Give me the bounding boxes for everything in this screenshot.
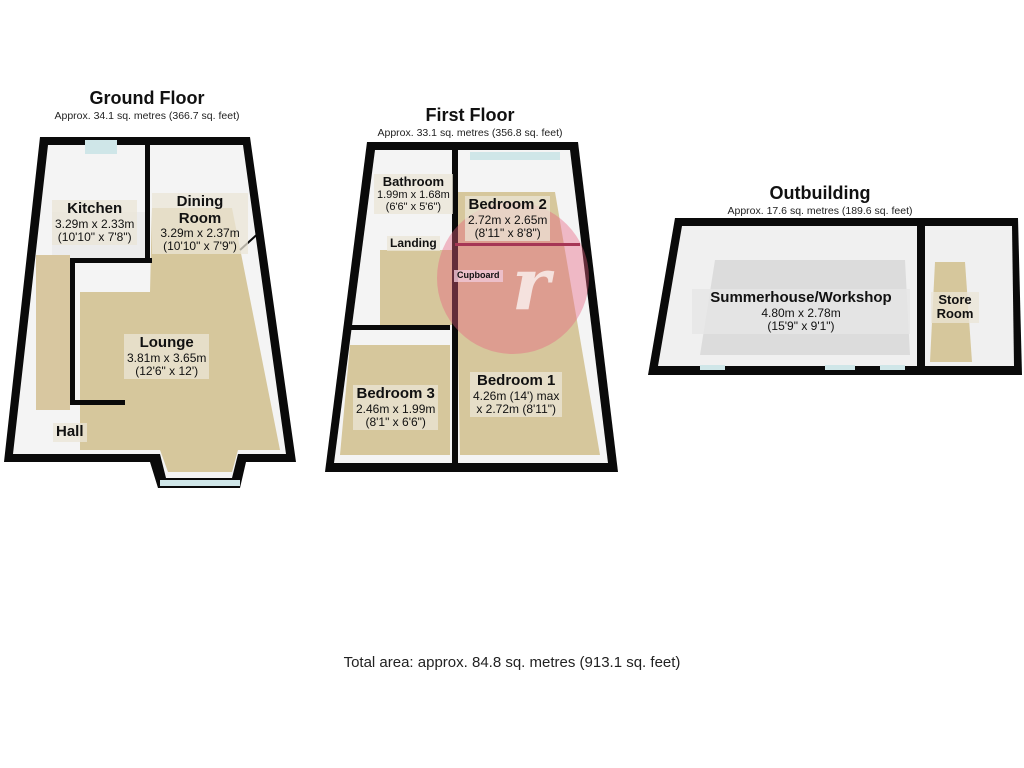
room-dims-imperial: (6'6" x 5'6") bbox=[385, 201, 442, 214]
room-summerhouse-workshop: Summerhouse/Workshop 4.80m x 2.78m (15'9… bbox=[692, 289, 910, 334]
room-store-room: Store Room bbox=[931, 292, 979, 323]
room-lounge: Lounge 3.81m x 3.65m (12'6" x 12') bbox=[124, 334, 210, 379]
room-name: Dining Room bbox=[176, 193, 224, 227]
room-bathroom: Bathroom 1.99m x 1.68m (6'6" x 5'6") bbox=[374, 174, 453, 215]
room-name: Bathroom bbox=[382, 174, 445, 189]
room-dims-imperial: (10'10" x 7'9") bbox=[163, 239, 237, 254]
room-dims-imperial: x 2.72m (8'11") bbox=[476, 401, 557, 416]
room-dims-imperial: (8'11" x 8'8") bbox=[474, 225, 541, 240]
total-area: Total area: approx. 84.8 sq. metres (913… bbox=[343, 654, 681, 671]
outbuilding-title: Outbuilding bbox=[769, 183, 871, 203]
room-bedroom-2: Bedroom 2 2.72m x 2.65m (8'11" x 8'8") bbox=[465, 196, 551, 241]
room-name: Summerhouse/Workshop bbox=[710, 289, 892, 306]
room-dims-imperial: (15'9" x 9'1") bbox=[767, 318, 835, 333]
room-name: Bedroom 3 bbox=[356, 385, 435, 402]
first-floor-area: Approx. 33.1 sq. metres (356.8 sq. feet) bbox=[377, 127, 563, 139]
room-name: Bedroom 2 bbox=[468, 196, 547, 213]
outbuilding-area: Approx. 17.6 sq. metres (189.6 sq. feet) bbox=[727, 205, 913, 217]
room-name: Lounge bbox=[139, 334, 194, 351]
room-bedroom-3: Bedroom 3 2.46m x 1.99m (8'1" x 6'6") bbox=[353, 385, 439, 430]
room-landing: Landing bbox=[387, 236, 440, 252]
room-dining-room: Dining Room 3.29m x 2.37m (10'10" x 7'9"… bbox=[152, 193, 248, 255]
room-name: Hall bbox=[56, 423, 84, 440]
ground-floor-title: Ground Floor bbox=[89, 88, 205, 108]
room-dims: 3.29m x 2.33m bbox=[55, 216, 135, 231]
room-bedroom-1: Bedroom 1 4.26m (14') max x 2.72m (8'11"… bbox=[470, 372, 563, 417]
room-dims-imperial: (12'6" x 12') bbox=[135, 363, 199, 378]
room-dims: 2.46m x 1.99m bbox=[356, 401, 436, 416]
room-name: Landing bbox=[390, 236, 437, 250]
room-dims: 1.99m x 1.68m bbox=[377, 189, 450, 202]
room-dims-imperial: (10'10" x 7'8") bbox=[57, 229, 132, 244]
room-dims: 3.29m x 2.37m bbox=[160, 226, 240, 240]
room-hall: Hall bbox=[53, 423, 87, 442]
room-cupboard: Cupboard bbox=[454, 270, 503, 282]
ground-floor-plan bbox=[4, 137, 296, 488]
room-dims: 4.80m x 2.78m bbox=[761, 305, 841, 320]
room-name: Bedroom 1 bbox=[476, 372, 556, 389]
watermark-logo: r bbox=[512, 241, 550, 326]
ground-floor-area: Approx. 34.1 sq. metres (366.7 sq. feet) bbox=[54, 110, 240, 122]
room-name: Cupboard bbox=[457, 270, 500, 280]
room-dims: 4.26m (14') max bbox=[473, 388, 560, 403]
room-name: Store Room bbox=[936, 292, 974, 322]
room-kitchen: Kitchen 3.29m x 2.33m (10'10" x 7'8") bbox=[52, 200, 138, 245]
room-dims: 3.81m x 3.65m bbox=[127, 350, 207, 365]
room-dims-imperial: (8'1" x 6'6") bbox=[365, 414, 426, 429]
room-name: Kitchen bbox=[67, 200, 123, 217]
first-floor-title: First Floor bbox=[425, 105, 515, 125]
room-dims: 2.72m x 2.65m bbox=[468, 212, 548, 227]
